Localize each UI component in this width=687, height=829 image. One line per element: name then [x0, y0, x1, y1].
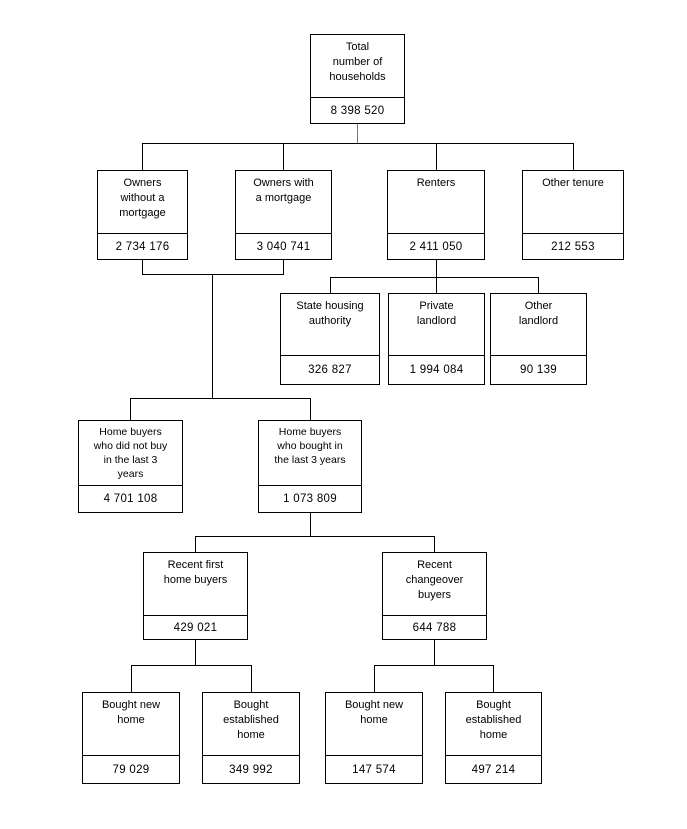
node-first-bought-new-home-value: 79 029 — [83, 755, 179, 783]
node-recent-changeover-buyers-value: 644 788 — [383, 615, 486, 639]
connector-drop-not-recent-buyers — [130, 398, 131, 420]
node-private-landlord-value: 1 994 084 — [389, 355, 484, 384]
connector-first-buyers-rail — [131, 665, 251, 666]
node-first-bought-established-home-label: Bought established home — [223, 699, 279, 741]
node-other-landlord-value: 90 139 — [491, 355, 586, 384]
node-state-housing-authority-label: State housing authority — [296, 300, 364, 327]
node-other-tenure: Other tenure 212 553 — [522, 170, 624, 260]
node-recent-first-home-buyers-label: Recent first home buyers — [163, 559, 228, 586]
connector-drop-recent-buyers — [310, 398, 311, 420]
node-changeover-bought-new-home: Bought new home 147 574 — [325, 692, 423, 784]
node-changeover-bought-established-home: Bought established home 497 214 — [445, 692, 542, 784]
node-private-landlord: Private landlord 1 994 084 — [388, 293, 485, 385]
node-not-recent-buyers-label: Home buyers who did not buy in the last … — [93, 426, 168, 480]
connector-drop-recent-changeover — [434, 536, 435, 552]
node-recent-first-home-buyers: Recent first home buyers 429 021 — [143, 552, 248, 640]
node-owners-without-mortgage-label: Owners without a mortgage — [119, 177, 166, 219]
node-first-bought-new-home: Bought new home 79 029 — [82, 692, 180, 784]
node-renters-value: 2 411 050 — [388, 233, 484, 259]
connector-owners-no-mortgage-down — [142, 260, 143, 274]
connector-recent-buyers-down — [310, 513, 311, 536]
connector-drop-other-tenure — [573, 143, 574, 170]
connector-drop-renters — [436, 143, 437, 170]
node-not-recent-buyers-value: 4 701 108 — [79, 485, 182, 512]
connector-drop-owners-mortgage — [283, 143, 284, 170]
connector-drop-changeover-new — [374, 665, 375, 692]
node-renters-label: Renters — [416, 177, 456, 189]
connector-drop-other-landlord — [538, 277, 539, 293]
node-total-households: Total number of households 8 398 520 — [310, 34, 405, 124]
connector-owners-merge-rail — [142, 274, 284, 275]
node-changeover-bought-new-home-label: Bought new home — [344, 699, 404, 726]
connector-drop-state-housing — [330, 277, 331, 293]
connector-recent-rail — [195, 536, 434, 537]
connector-drop-owners-no-mortgage — [142, 143, 143, 170]
connector-drop-changeover-established — [493, 665, 494, 692]
node-owners-with-mortgage-label: Owners with a mortgage — [253, 177, 314, 204]
node-owners-with-mortgage-value: 3 040 741 — [236, 233, 331, 259]
connector-buyers-rail — [130, 398, 310, 399]
node-owners-with-mortgage: Owners with a mortgage 3 040 741 — [235, 170, 332, 260]
connector-landlord-rail — [330, 277, 539, 278]
node-total-households-label: Total number of households — [329, 41, 386, 83]
connector-owners-mortgage-down — [283, 260, 284, 274]
node-first-bought-established-home-value: 349 992 — [203, 755, 299, 783]
node-total-households-value: 8 398 520 — [311, 97, 404, 123]
connector-owners-merge-drop — [212, 274, 213, 398]
node-first-bought-new-home-label: Bought new home — [101, 699, 161, 726]
connector-drop-recent-first — [195, 536, 196, 552]
node-changeover-bought-new-home-value: 147 574 — [326, 755, 422, 783]
node-state-housing-authority: State housing authority 326 827 — [280, 293, 380, 385]
connector-drop-first-new — [131, 665, 132, 692]
node-state-housing-authority-value: 326 827 — [281, 355, 379, 384]
connector-drop-private-landlord — [436, 277, 437, 293]
node-renters: Renters 2 411 050 — [387, 170, 485, 260]
connector-recent-first-down — [195, 640, 196, 665]
node-other-tenure-value: 212 553 — [523, 233, 623, 259]
node-recent-first-home-buyers-value: 429 021 — [144, 615, 247, 639]
node-owners-without-mortgage: Owners without a mortgage 2 734 176 — [97, 170, 188, 260]
connector-root-drop — [357, 124, 358, 144]
node-other-tenure-label: Other tenure — [542, 177, 604, 189]
connector-renters-down — [436, 260, 437, 277]
connector-changeover-buyers-rail — [374, 665, 493, 666]
node-changeover-bought-established-home-value: 497 214 — [446, 755, 541, 783]
connector-drop-first-established — [251, 665, 252, 692]
node-recent-changeover-buyers-label: Recent changeover buyers — [405, 559, 464, 601]
node-other-landlord: Other landlord 90 139 — [490, 293, 587, 385]
node-recent-buyers-value: 1 073 809 — [259, 485, 361, 512]
connector-recent-changeover-down — [434, 640, 435, 665]
node-recent-changeover-buyers: Recent changeover buyers 644 788 — [382, 552, 487, 640]
node-private-landlord-label: Private landlord — [416, 300, 457, 327]
node-other-landlord-label: Other landlord — [518, 300, 559, 327]
node-recent-buyers-label: Home buyers who bought in the last 3 yea… — [274, 426, 346, 466]
node-owners-without-mortgage-value: 2 734 176 — [98, 233, 187, 259]
node-recent-buyers: Home buyers who bought in the last 3 yea… — [258, 420, 362, 513]
node-changeover-bought-established-home-label: Bought established home — [465, 699, 522, 741]
node-first-bought-established-home: Bought established home 349 992 — [202, 692, 300, 784]
node-not-recent-buyers: Home buyers who did not buy in the last … — [78, 420, 183, 513]
connector-level2-rail — [142, 143, 574, 144]
